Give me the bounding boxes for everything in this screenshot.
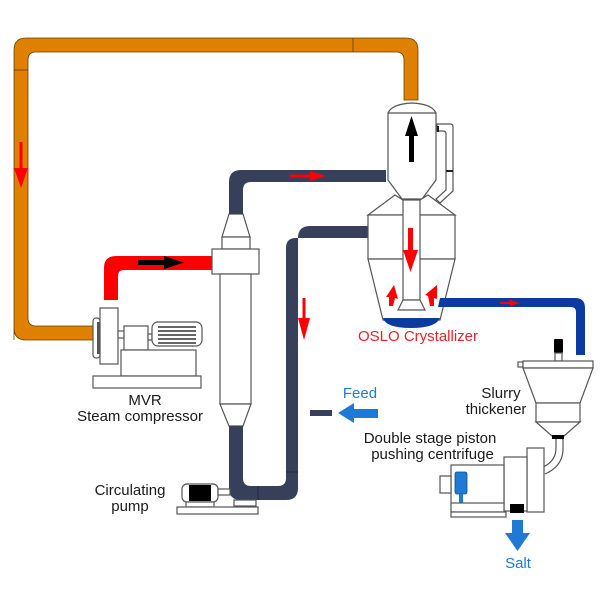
centrifuge-label-line1: Double stage piston (363, 430, 497, 447)
crystallizer-rise-arrow-left-icon (386, 285, 398, 306)
pusher-centrifuge (439, 447, 545, 518)
upper-flow-arrow-icon (290, 171, 326, 181)
salt-label: Salt (505, 555, 531, 572)
down-flow-arrow-icon (298, 298, 310, 340)
slurry-flow-arrow-icon (500, 300, 520, 306)
crystallizer-down-arrow-icon (403, 228, 418, 272)
circulation-pipe-lower (229, 226, 368, 500)
circulation-pipe-upper (229, 170, 386, 214)
mvr-compressor (92, 307, 203, 389)
thickener-label-line1: Slurry (481, 385, 521, 402)
centrifuge-label-line2: pushing centrifuge (371, 446, 494, 463)
steam-return-pipe (13, 37, 419, 341)
salt-arrow-icon (505, 520, 530, 551)
feed-arrow-icon (338, 403, 378, 423)
compressed-steam-pipe (104, 256, 213, 300)
slurry-thickener (517, 339, 594, 475)
pump-label-line1: Circulating (94, 482, 166, 499)
steam-right-arrow-icon (138, 256, 184, 269)
compressor-label-line1: MVR (128, 392, 162, 409)
pump-label-line2: pump (111, 498, 149, 515)
feed-inlet-stub (310, 410, 332, 416)
motor-fins (158, 326, 196, 344)
thickener-label-line2: thickener (465, 401, 527, 418)
crystallizer-label: OSLO Crystallizer (357, 328, 479, 345)
circulating-pump (176, 483, 259, 515)
compressor-label-line2: Steam compressor (77, 408, 203, 425)
crystallizer-rise-arrow-right-icon (425, 285, 437, 306)
crystallizer-up-arrow-icon (405, 116, 418, 162)
slurry-pipe (438, 298, 585, 355)
heater-column (211, 213, 260, 427)
feed-label: Feed (342, 385, 378, 402)
steam-down-arrow-icon (14, 142, 28, 188)
